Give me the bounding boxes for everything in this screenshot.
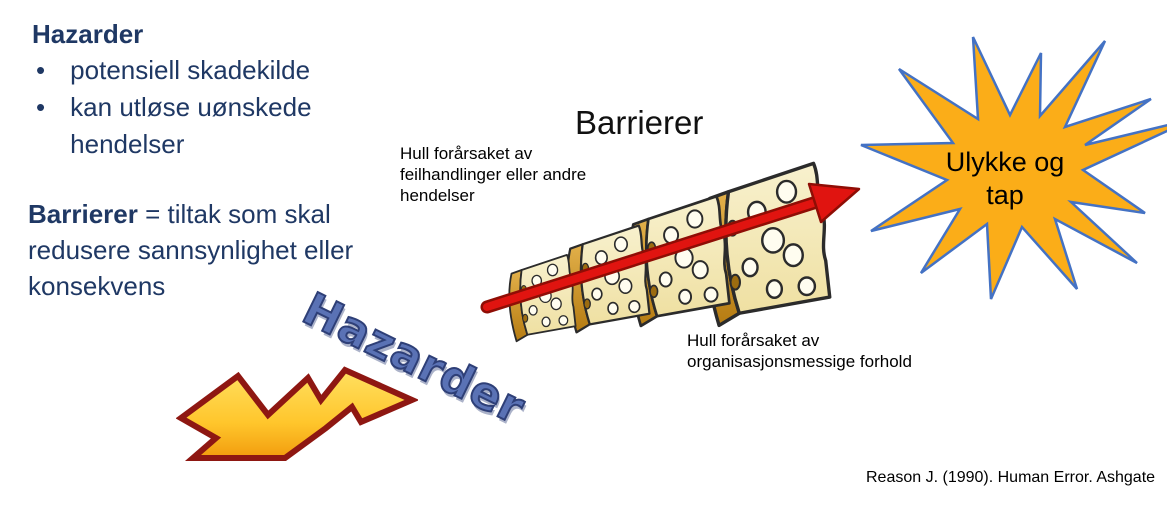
accident-label: Ulykke og tap [945,147,1065,210]
bullet-text: potensiell skadekilde [70,55,311,85]
hazard-bullet-list: • potensiell skadekilde • kan utløse uøn… [36,52,336,163]
bullet-icon: • [36,92,46,122]
bullet-item: • kan utløse uønskede hendelser [36,89,336,163]
hazard-trajectory-arrow [480,182,861,314]
starburst-shape [860,36,1167,300]
bullet-item: • potensiell skadekilde [36,52,336,89]
citation: Reason J. (1990). Human Error. Ashgate [866,469,1156,486]
hazard-heading: Hazarder [32,19,144,49]
swiss-cheese-diagram [480,161,861,343]
barrier-definition: Barrierer = tiltak som skal redusere san… [28,196,408,304]
bullet-text: kan utløse uønskede hendelser [70,92,312,159]
barrier-definition-term: Barrierer [28,199,138,229]
bullet-icon: • [36,55,46,85]
hole-label-bottom: Hull forårsaket av organisasjonsmessige … [687,331,912,371]
barriers-title: Barrierer [575,104,704,141]
lightning-bolt-icon [176,366,418,461]
barrier-definition-rest: = tiltak som skal redusere sannsynlighet… [28,199,354,301]
hole-label-top: Hull forårsaket av feilhandlinger eller … [400,144,587,205]
